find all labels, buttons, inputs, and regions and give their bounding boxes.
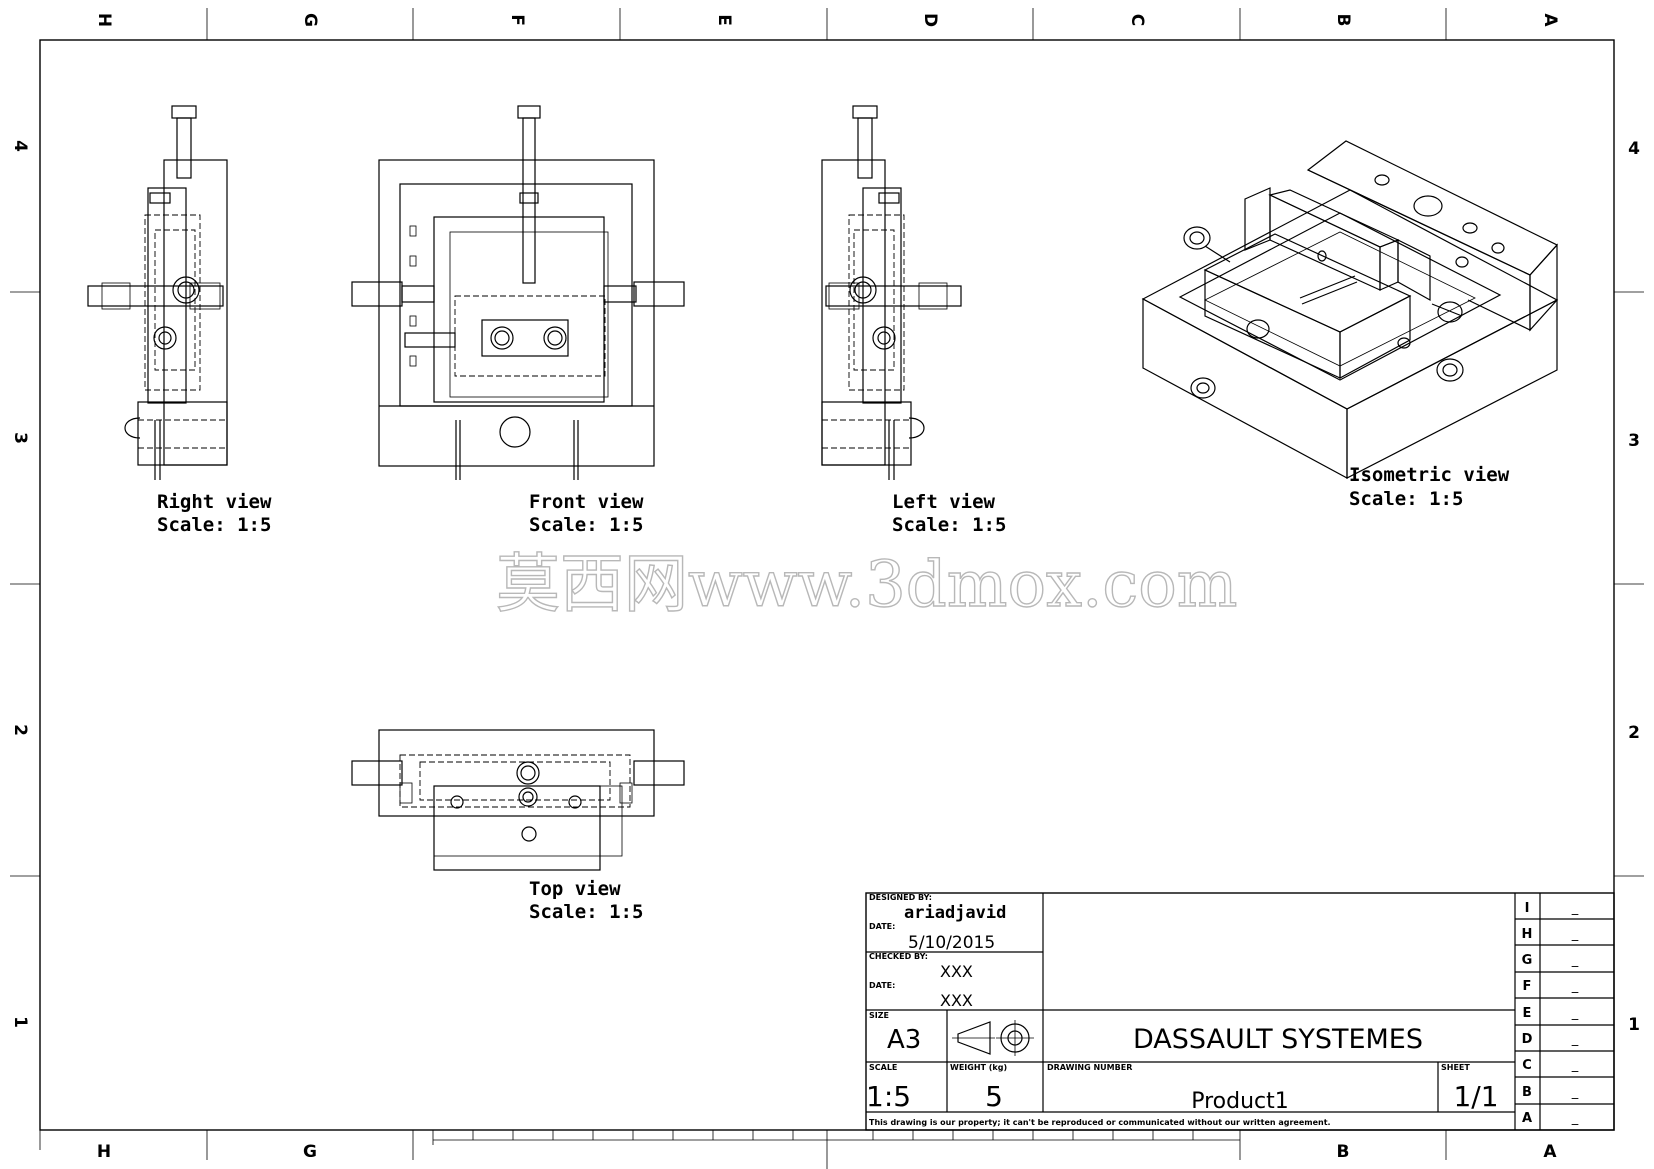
revision-value: _ bbox=[1571, 979, 1579, 994]
scale-value: 1:5 bbox=[866, 1080, 911, 1113]
disclaimer-text: This drawing is our property; it can't b… bbox=[869, 1118, 1331, 1127]
top-view-drawing bbox=[351, 729, 685, 871]
top-col-label: G bbox=[300, 13, 320, 27]
top-col-label: B bbox=[1333, 14, 1353, 27]
right-view-title: Right view bbox=[157, 491, 272, 513]
revision-value: _ bbox=[1571, 1085, 1579, 1100]
title-block-fields: DESIGNED BY: ariadjavid DATE: 5/10/2015 … bbox=[866, 893, 1499, 1127]
top-view-caption: Top view Scale: 1:5 bbox=[529, 878, 643, 923]
revision-letter: H bbox=[1522, 927, 1533, 942]
revision-letter: B bbox=[1522, 1085, 1532, 1100]
design-date-label: DATE: bbox=[869, 922, 895, 931]
front-view-drawing bbox=[351, 105, 685, 480]
weight-label: WEIGHT (kg) bbox=[950, 1063, 1007, 1072]
revision-letter: G bbox=[1522, 953, 1533, 968]
left-row-label: 2 bbox=[10, 724, 30, 736]
bottom-zone-ticks bbox=[206, 1130, 1447, 1169]
top-col-label: C bbox=[1127, 14, 1147, 26]
right-row-label: 2 bbox=[1628, 723, 1640, 743]
right-view-caption: Right view Scale: 1:5 bbox=[157, 491, 272, 536]
weight-value: 5 bbox=[985, 1080, 1003, 1113]
scale-label: SCALE bbox=[869, 1063, 897, 1072]
checked-by-value: XXX bbox=[940, 962, 973, 981]
top-col-label: D bbox=[920, 13, 940, 27]
isometric-view-title: Isometric view bbox=[1349, 464, 1510, 486]
right-view-scale: Scale: 1:5 bbox=[157, 514, 271, 536]
left-view-scale: Scale: 1:5 bbox=[892, 514, 1006, 536]
revision-value: _ bbox=[1571, 1058, 1579, 1073]
top-col-label: E bbox=[714, 14, 734, 26]
iso-bolt bbox=[1183, 226, 1231, 263]
iso-bolt bbox=[1190, 377, 1216, 399]
iso-bolt bbox=[1436, 358, 1464, 382]
revision-value: _ bbox=[1571, 953, 1579, 968]
top-view-title: Top view bbox=[529, 878, 621, 900]
revision-letter: F bbox=[1523, 979, 1532, 994]
revision-value: _ bbox=[1571, 927, 1579, 942]
check-date-value: XXX bbox=[940, 991, 973, 1010]
bottom-col-label: B bbox=[1337, 1142, 1350, 1162]
front-view-caption: Front view Scale: 1:5 bbox=[529, 491, 644, 536]
revision-letter: A bbox=[1522, 1111, 1532, 1126]
revision-letter: I bbox=[1525, 901, 1530, 916]
right-row-label: 3 bbox=[1628, 431, 1640, 451]
title-block bbox=[865, 892, 1615, 1131]
isometric-view-drawing bbox=[1141, 140, 1559, 480]
revision-value: _ bbox=[1571, 1006, 1579, 1021]
right-row-label: 4 bbox=[1628, 139, 1640, 159]
drawing-number-label: DRAWING NUMBER bbox=[1047, 1063, 1132, 1072]
isometric-view-caption: Isometric view Scale: 1:5 bbox=[1349, 464, 1510, 510]
top-zone-ticks bbox=[206, 8, 1447, 40]
revision-value: _ bbox=[1571, 1111, 1579, 1126]
left-view-drawing bbox=[821, 105, 962, 480]
designed-by-value: ariadjavid bbox=[904, 903, 1006, 923]
revision-letter: C bbox=[1522, 1058, 1532, 1073]
bottom-col-label: A bbox=[1543, 1142, 1557, 1162]
side-zone-ticks bbox=[10, 291, 1644, 877]
left-row-label: 4 bbox=[10, 140, 30, 152]
top-view-scale: Scale: 1:5 bbox=[529, 901, 643, 923]
iso-bolt bbox=[1246, 319, 1270, 339]
sheet-label: SHEET bbox=[1441, 1063, 1470, 1072]
checked-by-label: CHECKED BY: bbox=[869, 952, 928, 961]
size-label: SIZE bbox=[869, 1011, 889, 1020]
watermark: 莫西网www.3dmox.com bbox=[496, 548, 1238, 622]
left-view-title: Left view bbox=[892, 491, 996, 513]
left-view-caption: Left view Scale: 1:5 bbox=[892, 491, 1006, 536]
row-labels: 4 3 2 1 4 3 2 1 bbox=[10, 139, 1640, 1035]
designed-by-label: DESIGNED BY: bbox=[869, 893, 932, 902]
revision-letter: D bbox=[1522, 1032, 1533, 1047]
revision-table: I _ H _ G _ F _ E _ D _ C _ B _ A _ bbox=[1522, 901, 1579, 1126]
front-view-scale: Scale: 1:5 bbox=[529, 514, 643, 536]
bottom-col-label: H bbox=[97, 1142, 111, 1162]
isometric-view-scale: Scale: 1:5 bbox=[1349, 488, 1463, 510]
revision-value: _ bbox=[1571, 1032, 1579, 1047]
check-date-label: DATE: bbox=[869, 981, 895, 990]
right-row-label: 1 bbox=[1628, 1015, 1640, 1035]
right-view-drawing bbox=[87, 105, 228, 480]
iso-bolt bbox=[1431, 301, 1463, 323]
left-row-label: 1 bbox=[10, 1016, 30, 1028]
design-date-value: 5/10/2015 bbox=[908, 933, 995, 953]
bottom-scale-ruler bbox=[432, 1130, 1240, 1145]
bottom-column-labels: H G B A bbox=[97, 1142, 1558, 1162]
sheet-value: 1/1 bbox=[1453, 1080, 1498, 1113]
size-value: A3 bbox=[887, 1025, 921, 1055]
revision-value: _ bbox=[1571, 901, 1579, 916]
top-col-label: A bbox=[1540, 13, 1560, 27]
left-row-label: 3 bbox=[10, 432, 30, 444]
projection-symbol bbox=[952, 1020, 1034, 1056]
company-name: DASSAULT SYSTEMES bbox=[1133, 1024, 1423, 1055]
top-col-label: H bbox=[94, 13, 114, 27]
top-col-label: F bbox=[507, 14, 527, 26]
top-column-labels: H G F E D C B A bbox=[94, 13, 1560, 28]
front-view-title: Front view bbox=[529, 491, 644, 513]
bottom-col-label: G bbox=[303, 1142, 317, 1162]
revision-letter: E bbox=[1523, 1006, 1532, 1021]
drawing-number-value: Product1 bbox=[1191, 1089, 1289, 1114]
